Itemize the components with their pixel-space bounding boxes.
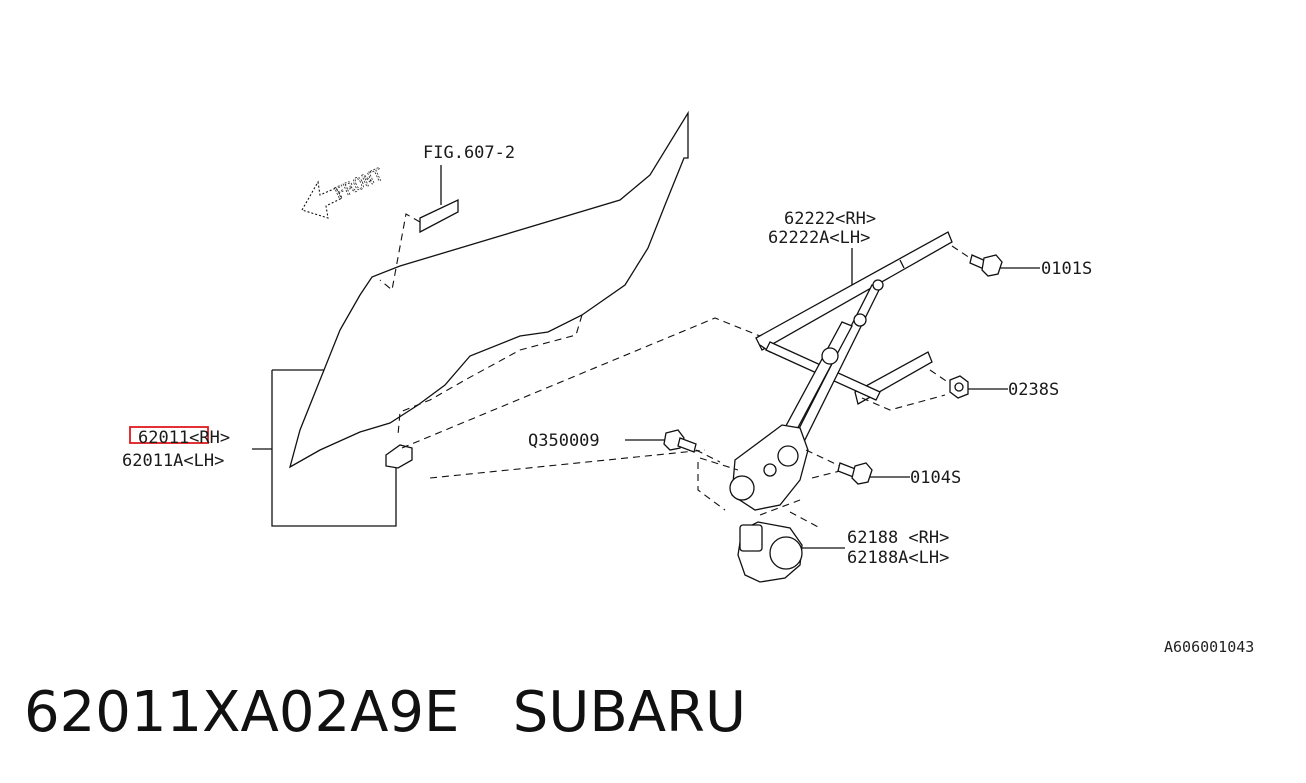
bolt-q350009-icon <box>663 429 697 453</box>
motor-rh-label[interactable]: 62188 <RH> <box>847 528 949 548</box>
highlight-box <box>129 426 209 444</box>
glass-lh-label[interactable]: 62011A<LH> <box>122 451 224 471</box>
part-title: 62011XA02A9E SUBARU <box>24 680 746 745</box>
glass-bottom-clip <box>385 444 413 469</box>
glass-clip <box>419 198 459 234</box>
nut-0238s-label[interactable]: 0238S <box>1008 380 1059 400</box>
nut-0238s-icon <box>949 375 969 399</box>
front-arrow-icon <box>301 180 343 219</box>
diagram-code: A606001043 <box>1164 638 1254 656</box>
bolt-0101s-icon <box>969 254 1003 277</box>
glass-label-bracket <box>252 369 397 527</box>
pivot <box>821 347 839 365</box>
regulator-upper-rail <box>755 231 953 351</box>
regulator-lh-label[interactable]: 62222A<LH> <box>768 228 870 248</box>
bolt-0104s-icon <box>837 462 873 485</box>
bolt-0104s-label[interactable]: 0104S <box>910 468 961 488</box>
door-glass-outline <box>288 110 689 469</box>
front-label: FRONT <box>332 165 387 205</box>
motor-lh-label[interactable]: 62188A<LH> <box>847 548 949 568</box>
glass-rh-label[interactable]: 62011<RH> <box>138 428 230 448</box>
fig-ref-label[interactable]: FIG.607-2 <box>423 143 515 163</box>
bolt-q350009-label[interactable]: Q350009 <box>528 431 600 451</box>
regulator-rh-label[interactable]: 62222<RH> <box>784 209 876 229</box>
bolt-0101s-label[interactable]: 0101S <box>1041 259 1092 279</box>
